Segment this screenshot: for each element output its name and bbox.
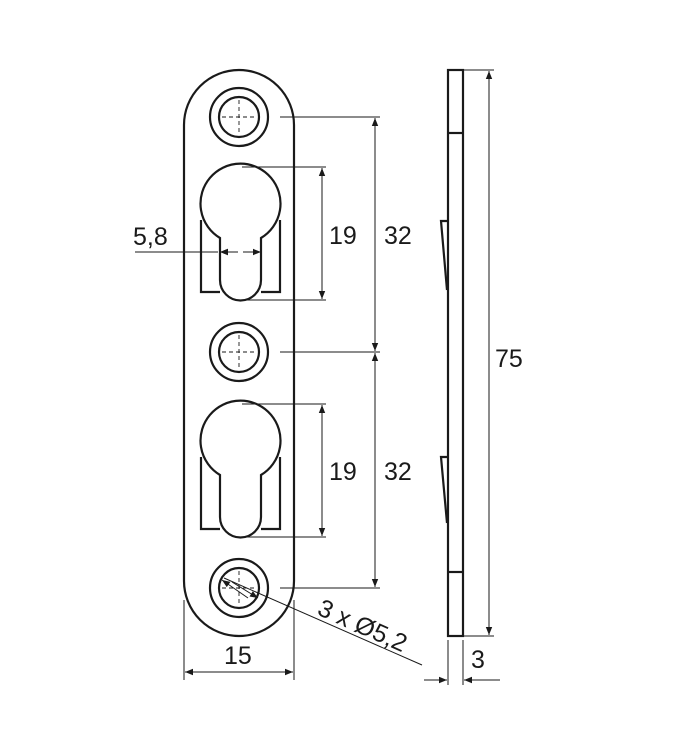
keyhole-bottom [199,399,282,539]
screw-hole-middle [208,321,270,383]
dim-total-length: 75 [495,345,523,373]
screw-hole-top [208,86,270,148]
dim-slot-width: 5,8 [133,223,168,251]
hole-callout: 3 x Ø5,2 [314,594,412,658]
dim-width: 15 [224,642,252,670]
screw-hole-bottom [208,557,270,619]
dim-keyhole-bottom: 19 [329,458,357,486]
side-view [439,68,465,638]
dim-keyhole-top: 19 [329,222,357,250]
dim-spacing-top: 32 [384,222,412,250]
dim-thickness: 3 [471,646,485,674]
dim-spacing-bottom: 32 [384,458,412,486]
plate-outline [182,68,296,638]
keyhole-top [199,162,282,302]
